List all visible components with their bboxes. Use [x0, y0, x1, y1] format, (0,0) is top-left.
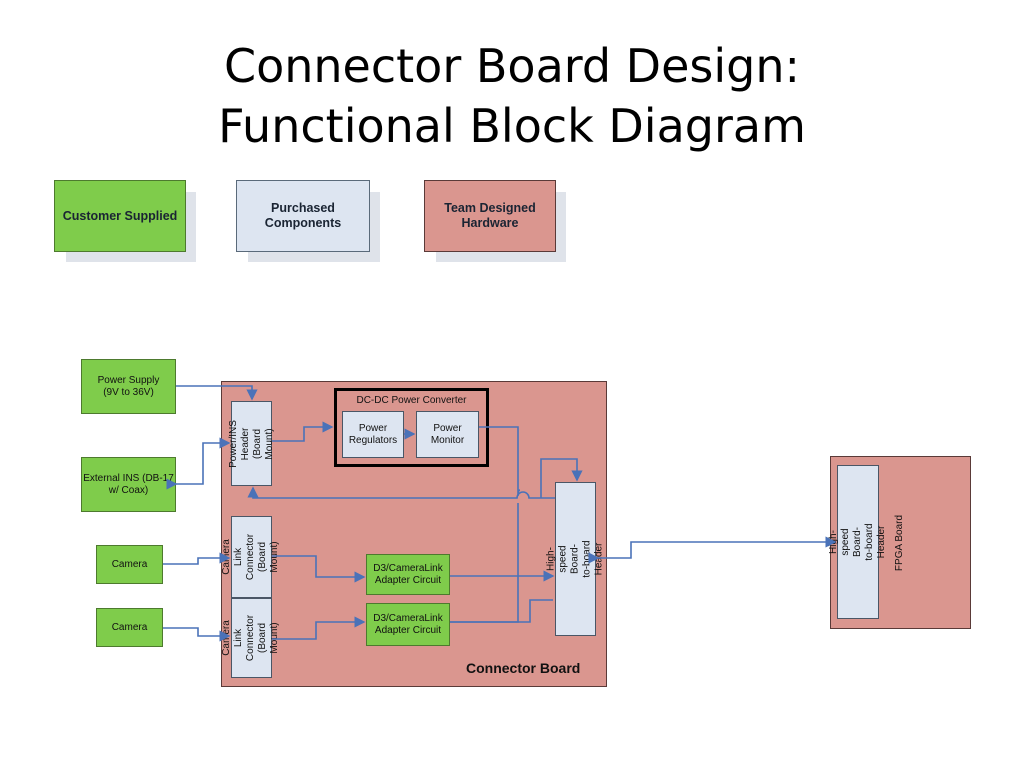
power-supply-box: Power Supply (9V to 36V) — [81, 359, 176, 414]
power-regulators-box: Power Regulators — [342, 411, 404, 458]
external-ins-box: External INS (DB-17 w/ Coax) — [81, 457, 176, 512]
camera-1-label: Camera — [111, 558, 148, 570]
dcdc-title: DC-DC Power Converter — [356, 395, 467, 406]
power-supply-label: Power Supply (9V to 36V) — [97, 374, 160, 398]
camera-box-2: Camera — [96, 608, 163, 647]
power-ins-header: Power/INS Header (Board Mount) — [228, 401, 275, 486]
adapter-2-label: D3/CameraLink Adapter Circuit — [373, 612, 443, 636]
legend-customer-supplied: Customer Supplied — [54, 180, 186, 252]
legend-team-label: Team Designed Hardware — [444, 201, 536, 230]
cl-connector-1-label: Camera Link Connector (Board Mount) — [221, 533, 281, 581]
camera-link-connector-2: Camera Link Connector (Board Mount) — [222, 598, 281, 678]
power-regulators-label: Power Regulators — [348, 422, 398, 446]
hs-header-label: High-speed Board-to-board Header — [545, 540, 605, 578]
power-ins-header-label: Power/INS Header (Board Mount) — [227, 419, 275, 468]
legend-purchased-label: Purchased Components — [264, 201, 342, 230]
power-monitor-label: Power Monitor — [430, 422, 465, 446]
adapter-1-label: D3/CameraLink Adapter Circuit — [373, 562, 443, 586]
legend-team-designed: Team Designed Hardware — [424, 180, 556, 252]
hs-header: High-speed Board-to-board Header — [546, 482, 605, 636]
camera-link-connector-1: Camera Link Connector (Board Mount) — [222, 516, 281, 598]
connector-board-label: Connector Board — [466, 660, 581, 676]
fpga-hs-header-label: High-speed Board-to-board Header — [828, 523, 887, 561]
adapter-circuit-2: D3/CameraLink Adapter Circuit — [366, 603, 450, 646]
power-monitor-box: Power Monitor — [416, 411, 479, 458]
external-ins-label: External INS (DB-17 w/ Coax) — [83, 472, 174, 496]
wire-camera-2 — [163, 627, 231, 642]
fpga-hs-header: High-speed Board-to-board Header — [828, 465, 887, 619]
wire-board-to-board — [588, 536, 837, 564]
camera-box-1: Camera — [96, 545, 163, 584]
legend-purchased-components: Purchased Components — [236, 180, 370, 252]
cl-connector-2-label: Camera Link Connector (Board Mount) — [221, 614, 281, 662]
adapter-circuit-1: D3/CameraLink Adapter Circuit — [366, 554, 450, 595]
legend-customer-label: Customer Supplied — [62, 208, 178, 223]
title-line-2: Functional Block Diagram — [218, 99, 806, 153]
page-title: Connector Board Design: Functional Block… — [0, 36, 1024, 156]
fpga-board-label: FPGA Board — [894, 514, 906, 571]
camera-2-label: Camera — [111, 621, 148, 633]
wire-camera-1 — [163, 552, 231, 565]
title-line-1: Connector Board Design: — [223, 39, 800, 93]
